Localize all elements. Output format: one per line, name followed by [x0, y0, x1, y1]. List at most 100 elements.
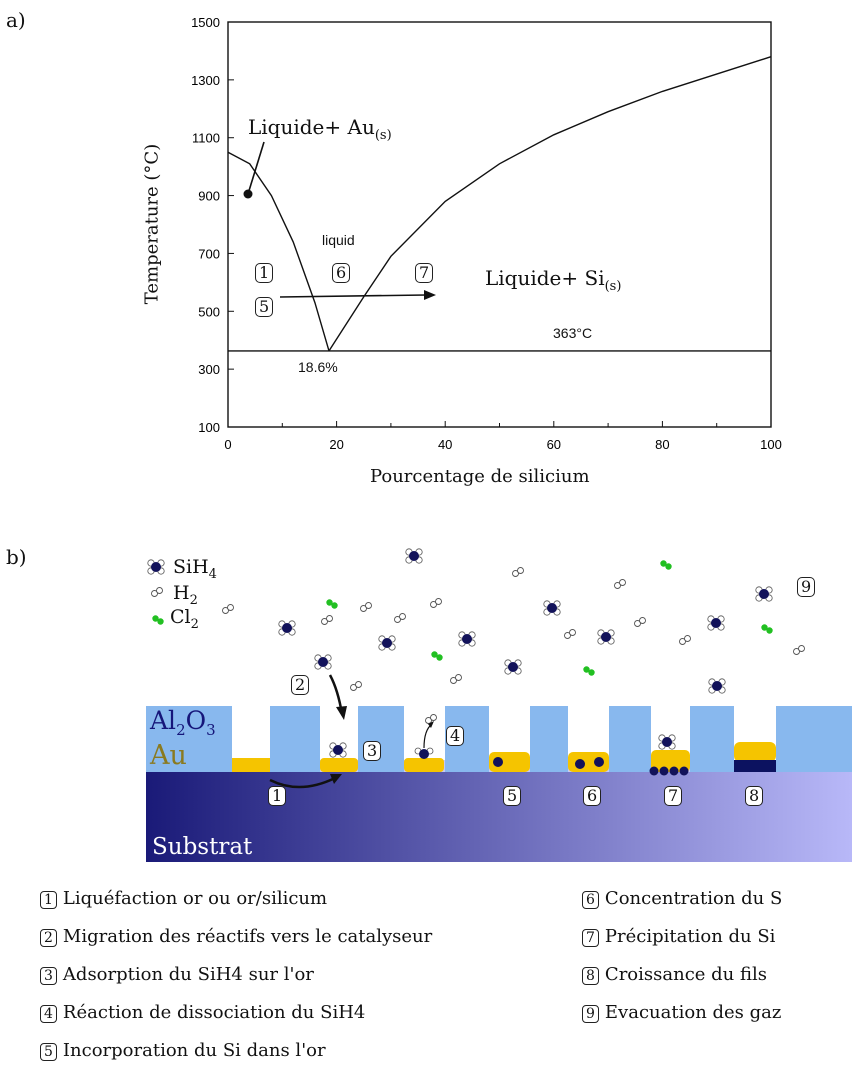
migration-arrow-head — [336, 706, 347, 720]
y-tick-label: 900 — [198, 189, 220, 204]
schematic-step-6: 6 — [583, 786, 602, 806]
cl2-molecule — [431, 651, 443, 661]
gold-catalyst — [232, 758, 270, 772]
sih4-molecule — [278, 620, 296, 636]
gold-catalyst — [651, 750, 690, 772]
h2-molecule — [512, 567, 524, 577]
sih4-molecule — [314, 654, 332, 670]
y-tick-label: 1500 — [191, 15, 220, 30]
schematic-step-7: 7 — [664, 786, 683, 806]
cooling-arrow-head — [424, 290, 436, 300]
h2-molecule — [450, 674, 462, 684]
y-axis-ticks: 100 300 500 700 900 1100 1300 1500 — [191, 15, 234, 435]
cl2-molecule — [152, 615, 164, 625]
y-tick-label: 1100 — [192, 131, 220, 146]
sih4-molecule — [597, 629, 615, 645]
h2-molecule — [394, 613, 406, 623]
liquid-si-label: Liquide+ Si(s) — [485, 266, 622, 294]
legend-cl2: Cl2 — [170, 606, 199, 632]
cl2-molecule — [583, 666, 595, 676]
schematic-step-9: 9 — [797, 577, 816, 597]
substrate-label: Substrat — [152, 834, 253, 860]
h2-molecule — [151, 587, 163, 597]
schematic-step-1: 1 — [268, 786, 287, 806]
y-tick-label: 500 — [198, 304, 220, 319]
sih4-molecule — [708, 678, 726, 694]
x-tick-label: 40 — [438, 437, 452, 452]
alumina-block — [358, 706, 404, 772]
si-atom — [659, 766, 669, 776]
cl2-molecule — [326, 599, 338, 609]
cl2-molecule — [660, 560, 672, 570]
h2-molecule — [425, 714, 437, 724]
schematic-step-4: 4 — [446, 726, 465, 746]
h2-molecule — [564, 629, 576, 639]
liquidus-si — [328, 56, 772, 352]
sih4-molecule — [658, 734, 676, 750]
y-tick-label: 700 — [198, 246, 220, 261]
x-tick-label: 20 — [329, 437, 343, 452]
schematic-step-5: 5 — [503, 786, 522, 806]
dissociation-arrow-head — [428, 721, 434, 728]
sih4-molecule — [147, 559, 165, 575]
chart-step-1: 1 — [255, 263, 274, 283]
x-tick-label: 0 — [224, 437, 231, 452]
x-tick-label: 60 — [547, 437, 561, 452]
h2-molecule — [321, 615, 333, 625]
cooling-arrow-line — [279, 294, 427, 298]
phase-diagram: 0 20 40 60 80 100 100 300 500 700 900 1100 1300 1500 — [191, 15, 782, 452]
alumina-block — [270, 706, 320, 772]
au-pointer-line — [247, 141, 265, 195]
liquidus-au — [227, 151, 330, 352]
sih4-molecule — [405, 548, 423, 564]
eutectic-temp-label: 363°C — [553, 325, 593, 341]
schematic-step-2: 2 — [291, 675, 310, 695]
y-tick-label: 100 — [198, 420, 220, 435]
gold-catalyst — [734, 742, 776, 762]
sih4-molecule — [329, 742, 347, 758]
legend-sih4: SiH4 — [173, 556, 217, 582]
x-axis-label: Pourcentage de silicium — [370, 466, 590, 487]
au-pointer-dot — [243, 189, 253, 199]
si-atom — [594, 757, 604, 767]
eutectic-comp-label: 18.6% — [298, 359, 338, 375]
panel-a-label: a) — [6, 8, 26, 32]
h2-molecule — [430, 598, 442, 608]
phase-curves — [227, 56, 772, 352]
y-tick-label: 300 — [198, 362, 220, 377]
y-axis-label: Temperature (°C) — [141, 143, 163, 305]
substrate — [146, 772, 852, 862]
gas-molecules — [147, 548, 805, 759]
alumina-block — [690, 706, 734, 772]
cl2-molecule — [761, 624, 773, 634]
h2-molecule — [634, 617, 646, 627]
alumina-block — [530, 706, 568, 772]
sih4-molecule — [543, 600, 561, 616]
sih4-molecule — [504, 659, 522, 675]
y-tick-label: 1300 — [191, 73, 220, 88]
sih4-molecule — [707, 615, 725, 631]
vls-schematic — [146, 548, 852, 862]
sih4-molecule — [458, 631, 476, 647]
h2-molecule — [793, 645, 805, 655]
liquefaction-arrow — [269, 776, 336, 789]
alumina-block — [146, 706, 232, 772]
h2-molecule — [360, 602, 372, 612]
alumina-block — [776, 706, 852, 772]
chart-step-7: 7 — [415, 263, 434, 283]
si-atom — [493, 757, 503, 767]
schematic-step-3: 3 — [363, 741, 382, 761]
si-atom — [669, 766, 679, 776]
gold-catalyst — [320, 758, 358, 772]
h2-molecule — [222, 604, 234, 614]
x-tick-label: 80 — [655, 437, 669, 452]
si-atom — [649, 766, 659, 776]
si-atom — [679, 766, 689, 776]
